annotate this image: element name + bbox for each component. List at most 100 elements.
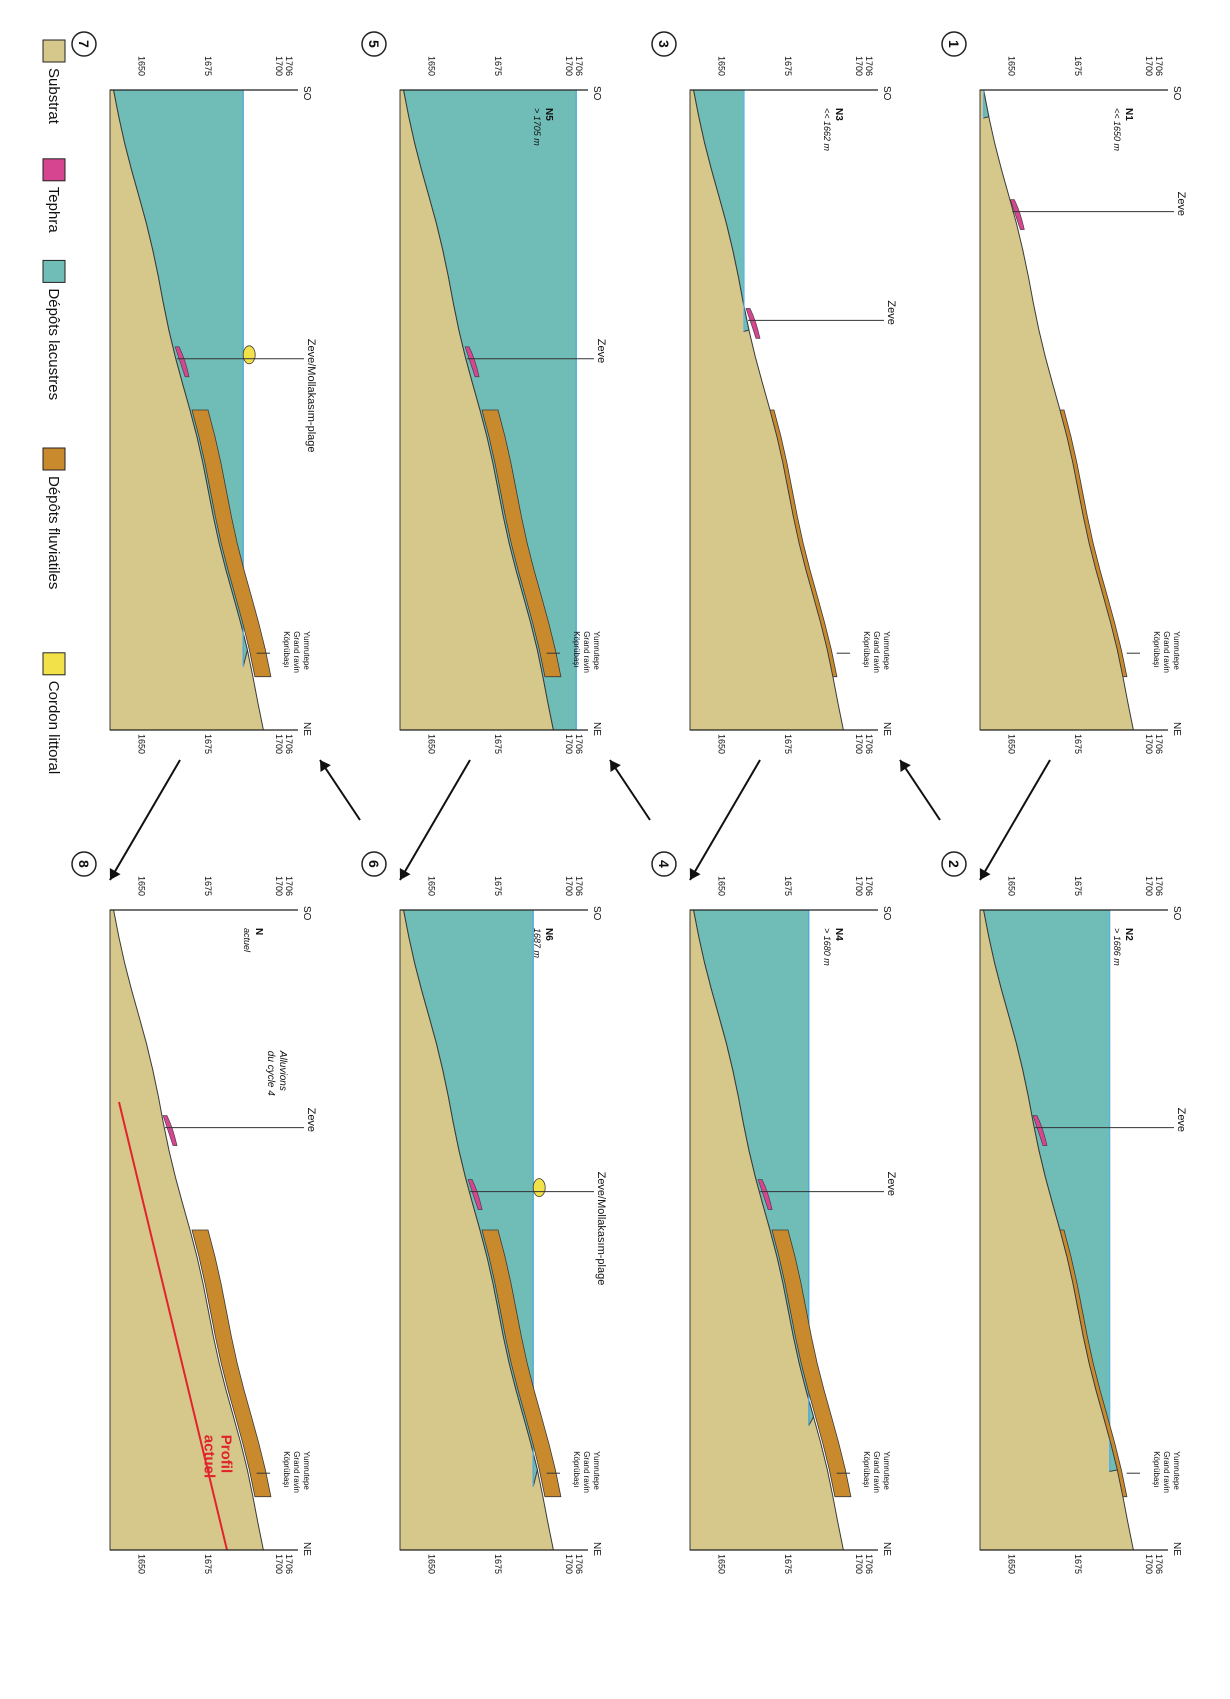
panel-number-circle [71,31,97,57]
orientation-ne: NE [1171,1542,1182,1556]
site-label-left: Zeve [885,1172,897,1196]
elevation-tick-label: 1650 [136,56,146,76]
elevation-tick-label: 1650 [716,1554,726,1574]
sequence-arrowhead [109,868,121,880]
elevation-tick-label: 1700 [854,56,864,76]
panel-number: 8 [76,860,92,868]
substrat-area [979,89,1135,731]
orientation-so: SO [591,86,602,101]
sequence-arrow [609,759,651,821]
orientation-ne: NE [301,722,312,736]
panel-number-circle [361,31,387,57]
site-label-right: Grand ravin [582,631,591,673]
elevation-tick-label: 1706 [284,876,294,896]
elevation-tick-label: 1650 [716,56,726,76]
elevation-tick-label: 1706 [1154,876,1164,896]
panel-2: SONE17061706170017001675167516501650Zeve… [941,851,1187,1574]
elevation-tick-label: 1706 [864,734,874,754]
cordon-littoral [242,345,256,365]
site-label-left: Zeve [305,1108,317,1132]
site-label-right: Grand ravin [1162,631,1171,673]
elevation-tick-label: 1700 [854,1554,864,1574]
tephra-lens [1032,1115,1048,1146]
elevation-tick-label: 1650 [426,1554,436,1574]
elevation-tick-label: 1700 [1144,734,1154,754]
fluviatiles-area [769,409,838,678]
elevation-tick-label: 1675 [783,1554,793,1574]
fluviatiles-area [481,1229,562,1498]
site-label-right: Köprübaşı [862,631,871,667]
elevation-tick-label: 1706 [574,734,584,754]
sequence-arrowhead [979,868,991,880]
sequence-arrow [109,759,181,881]
panel-number: 5 [366,40,382,48]
tephra-lens [464,346,480,378]
orientation-ne: NE [881,1542,892,1556]
elevation-tick-label: 1700 [564,734,574,754]
panel-number-circle [651,31,677,57]
legend-label: Dépôts fluviatiles [45,476,62,589]
level-name: N2 [1123,928,1134,941]
level-name: N3 [833,108,844,121]
lacustres-area [692,909,815,1426]
orientation-so: SO [591,906,602,921]
elevation-tick-label: 1650 [716,876,726,896]
tephra-lens [757,1179,773,1210]
elevation-tick-label: 1675 [203,876,213,896]
elevation-tick-label: 1706 [284,1554,294,1574]
elevation-tick-label: 1675 [1073,1554,1083,1574]
site-label-right: Yumrutepe [882,1451,891,1490]
lacustres-area [402,909,538,1487]
elevation-tick-label: 1675 [783,734,793,754]
level-value: > 1686 m [1112,928,1122,966]
sequence-arrow [319,759,361,821]
site-label-right: Yumrutepe [1172,1451,1181,1490]
elevation-tick-label: 1675 [493,734,503,754]
fluviatiles-area [191,1229,272,1498]
elevation-tick-label: 1650 [426,56,436,76]
legend-label: Tephra [45,187,62,234]
panel-number: 3 [656,40,672,48]
sequence-arrow [399,759,471,881]
legend-swatch-cordon [42,652,66,676]
orientation-so: SO [301,86,312,101]
elevation-tick-label: 1700 [1144,1554,1154,1574]
site-label-right: Grand ravin [292,1451,301,1493]
elevation-tick-label: 1675 [493,56,503,76]
orientation-ne: NE [881,722,892,736]
panel-1: SONE17061706170017001675167516501650Zeve… [941,31,1187,754]
level-name: N [253,928,264,935]
level-name: N4 [833,928,844,941]
elevation-tick-label: 1650 [136,876,146,896]
sequence-arrowhead [320,760,331,772]
site-label-right: Yumrutepe [592,631,601,670]
elevation-tick-label: 1706 [574,56,584,76]
elevation-tick-label: 1650 [1006,56,1016,76]
site-label-right: Köprübaşı [282,1451,291,1487]
elevation-tick-label: 1650 [426,876,436,896]
sequence-arrows [109,759,1051,881]
site-label-left: Zeve/Mollakasım-plage [305,339,317,453]
level-value: actuel [242,928,252,953]
elevation-tick-label: 1675 [1073,56,1083,76]
fluviatiles-area [1059,1229,1128,1498]
elevation-tick-label: 1700 [274,56,284,76]
substrat-area [109,909,265,1551]
lacustres-area [112,89,248,667]
orientation-so: SO [1171,86,1182,101]
fluviatiles-area [191,409,272,678]
orientation-so: SO [1171,906,1182,921]
elevation-tick-label: 1706 [1154,734,1164,754]
elevation-tick-label: 1706 [864,56,874,76]
sequence-arrow [979,759,1051,881]
site-label-right: Yumrutepe [1172,631,1181,670]
elevation-tick-label: 1650 [136,734,146,754]
panel-number-circle [941,31,967,57]
site-label-right: Grand ravin [292,631,301,673]
site-label-right: Köprübaşı [282,631,291,667]
orientation-ne: NE [301,1542,312,1556]
elevation-tick-label: 1706 [1154,56,1164,76]
